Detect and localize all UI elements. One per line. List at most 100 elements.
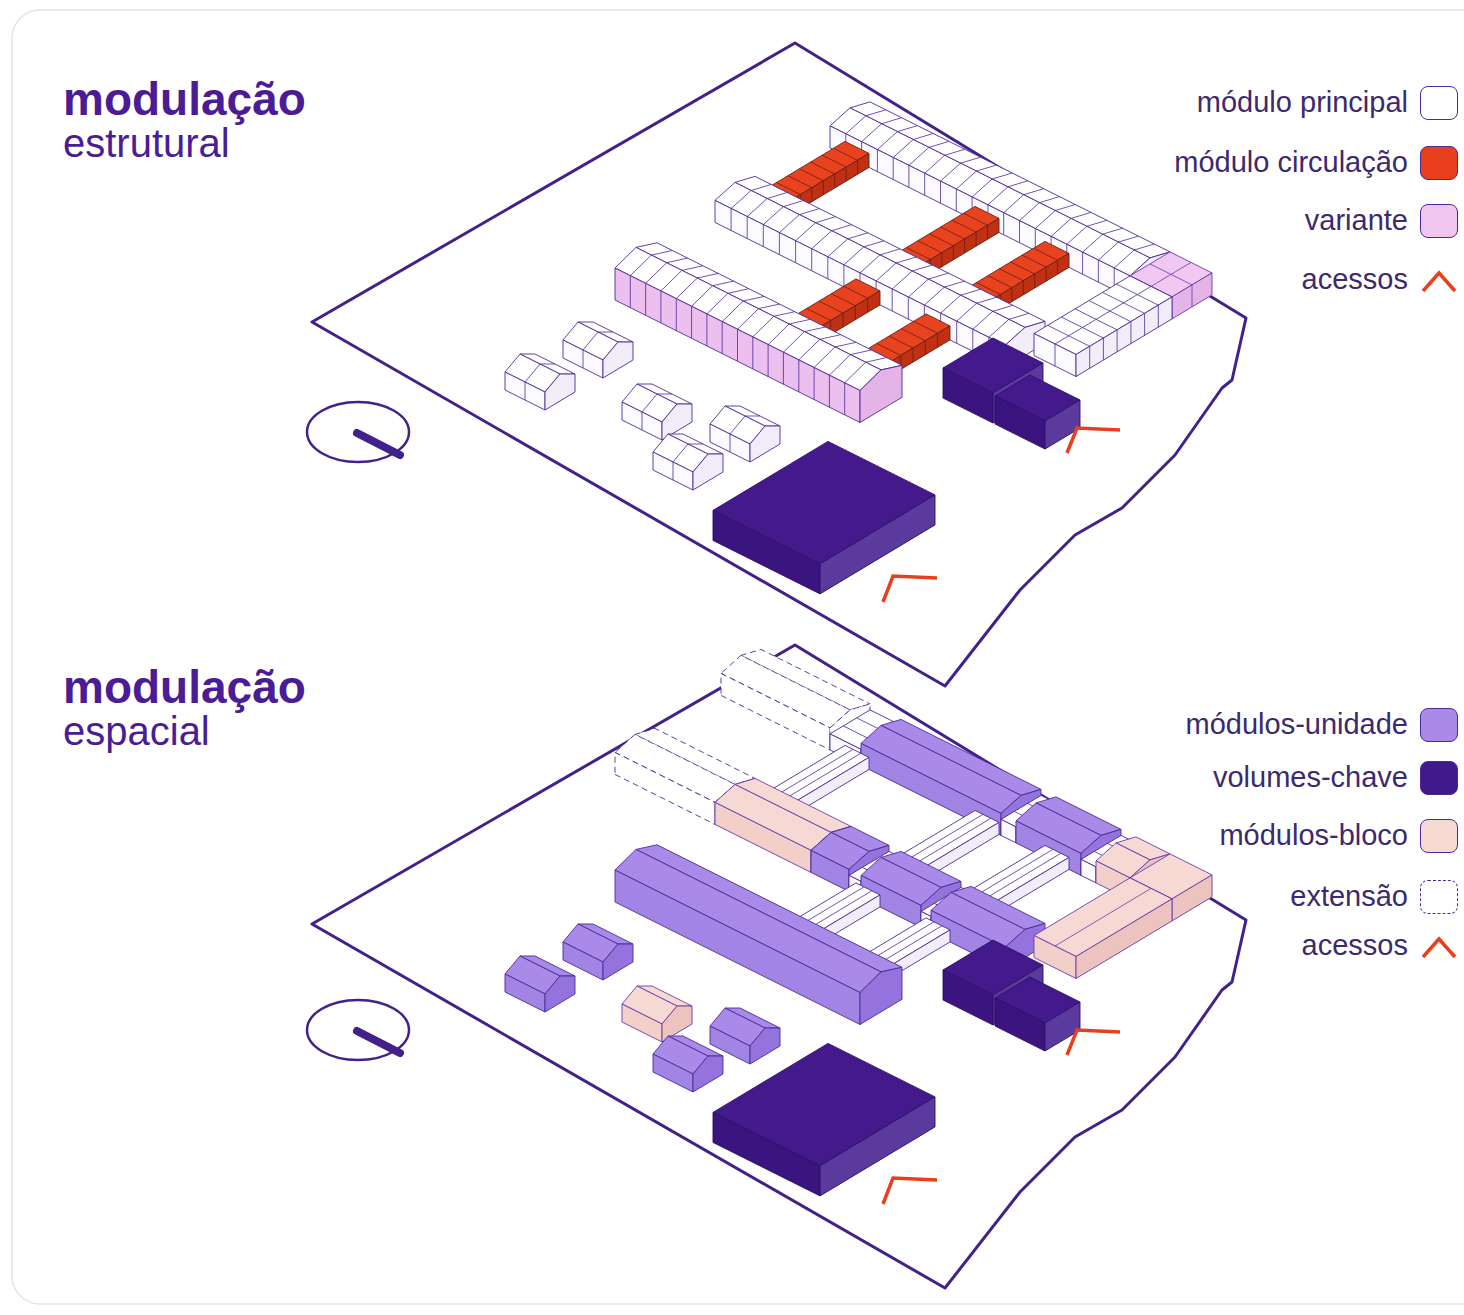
- module-line: [583, 332, 613, 368]
- module-line: [964, 213, 988, 239]
- legend-swatch: [1420, 761, 1458, 795]
- access-marker: [1067, 1030, 1120, 1055]
- north-compass: [307, 1000, 409, 1060]
- north-compass: [307, 402, 409, 462]
- card-border: [12, 10, 1464, 1304]
- end-face: [1172, 875, 1212, 921]
- module-line: [1089, 301, 1131, 344]
- module-line: [781, 753, 861, 801]
- section-title: modulação: [63, 76, 306, 122]
- wall-face: [995, 998, 1045, 1051]
- access-marker: [1067, 428, 1120, 453]
- legend-row: extensão: [1290, 880, 1458, 914]
- module-line: [812, 225, 852, 271]
- module-line: [956, 165, 996, 211]
- module-line: [1034, 248, 1058, 274]
- module-line: [661, 266, 703, 323]
- module-line: [1011, 262, 1035, 288]
- end-face: [1076, 297, 1172, 377]
- module-line: [909, 141, 949, 187]
- legend-row: acessos: [1302, 263, 1458, 297]
- legend-row: módulos-bloco: [1219, 819, 1458, 853]
- end-face: [1076, 899, 1172, 979]
- legend-text: extensão: [1290, 881, 1408, 913]
- wall-face: [505, 974, 545, 1012]
- module-line: [1061, 317, 1103, 360]
- spatial-modules: [505, 649, 1212, 1196]
- module-line: [1075, 309, 1117, 352]
- wall-face: [811, 850, 849, 891]
- module-line: [957, 297, 997, 343]
- module-line: [929, 234, 953, 260]
- gable-face: [603, 342, 633, 378]
- module-line: [1048, 325, 1090, 368]
- module-line: [903, 814, 983, 862]
- module-line: [911, 818, 991, 866]
- legend-row: volumes-chave: [1213, 761, 1458, 795]
- module-line: [941, 227, 965, 253]
- section-title: modulação: [63, 664, 306, 710]
- module-line: [730, 416, 760, 452]
- module-line: [525, 364, 555, 400]
- legend-symbol: [1420, 263, 1458, 297]
- module-line: [822, 155, 846, 181]
- wall-face: [713, 1112, 820, 1196]
- module-line: [799, 169, 823, 195]
- gable-face: [693, 454, 723, 490]
- wall-face: [615, 268, 860, 423]
- access-marker: [883, 576, 937, 602]
- module-line: [876, 257, 916, 303]
- section-subtitle: estrutural: [63, 123, 230, 163]
- module-line: [1055, 888, 1151, 946]
- module-line: [738, 304, 780, 361]
- module-line: [1055, 286, 1151, 366]
- gable-face: [603, 944, 633, 980]
- legend-row: módulo principal: [1197, 86, 1458, 120]
- gable-face: [545, 976, 575, 1012]
- legend-text: acessos: [1302, 930, 1408, 962]
- legend-row: módulo circulação: [1174, 146, 1458, 180]
- module-line: [768, 319, 810, 376]
- wall-face: [653, 1054, 693, 1092]
- legend-text: acessos: [1302, 264, 1408, 296]
- module-line: [952, 220, 976, 246]
- legend-row: acessos: [1302, 929, 1458, 963]
- legend-text: volumes-chave: [1213, 762, 1408, 794]
- module-line: [799, 335, 841, 392]
- wall-face: [713, 510, 820, 594]
- wall-face: [995, 396, 1045, 449]
- gable-face: [545, 374, 575, 410]
- gable-face: [693, 1056, 723, 1092]
- module-line: [981, 853, 1061, 901]
- module-line: [889, 336, 913, 362]
- module-line: [828, 233, 868, 279]
- legend-row: módulos-unidade: [1186, 708, 1458, 742]
- module-line: [646, 258, 688, 315]
- module-line: [1103, 292, 1145, 335]
- module-line: [1020, 197, 1060, 243]
- legend-text: módulos-bloco: [1219, 820, 1408, 852]
- wall-face: [721, 673, 830, 750]
- legend-text: módulo principal: [1197, 87, 1408, 119]
- structural-modules: [505, 102, 1212, 594]
- wall-face: [943, 970, 993, 1025]
- wall-face: [615, 752, 715, 824]
- module-line: [1022, 255, 1046, 281]
- module-line: [676, 273, 718, 330]
- legend-text: módulo circulação: [1174, 147, 1408, 179]
- gable-face: [750, 426, 780, 462]
- module-line: [692, 281, 734, 338]
- module-line: [630, 251, 672, 308]
- access-symbol: [1423, 939, 1455, 957]
- module-line: [925, 149, 965, 195]
- end-face: [820, 495, 935, 594]
- module-line: [773, 749, 853, 797]
- module-line: [673, 444, 703, 480]
- legend-swatch: [1420, 204, 1458, 238]
- end-face: [1045, 400, 1080, 449]
- north-needle: [357, 433, 400, 455]
- module-line: [819, 301, 843, 327]
- wall-face: [1081, 859, 1096, 883]
- module-line: [731, 185, 771, 231]
